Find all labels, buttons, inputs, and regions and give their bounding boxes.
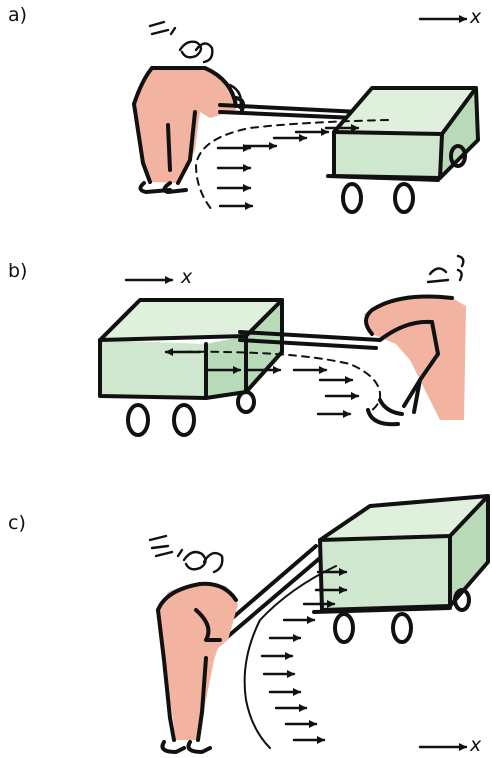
- panel-b-drawing: [0, 240, 492, 490]
- panel-c: c) x: [0, 490, 492, 758]
- person-figure: [150, 536, 238, 752]
- panel-b: b) x: [0, 240, 492, 490]
- cart-handle: [220, 98, 360, 118]
- panel-c-drawing: [0, 490, 492, 758]
- panel-a: a) x: [0, 0, 492, 240]
- cart: [328, 88, 478, 212]
- cart: [100, 300, 282, 435]
- panel-a-drawing: [0, 0, 492, 240]
- cart: [314, 496, 488, 642]
